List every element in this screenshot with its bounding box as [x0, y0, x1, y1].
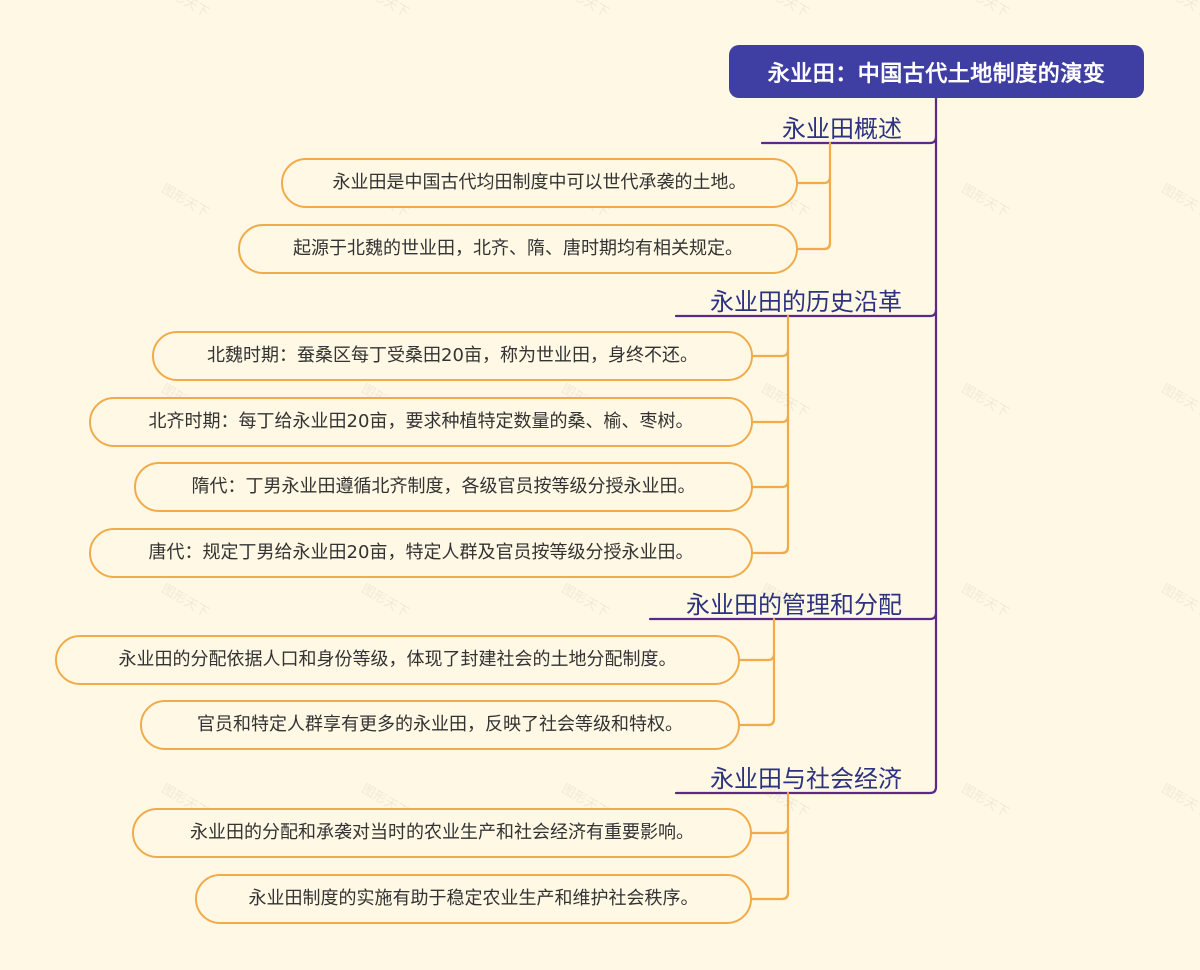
branch-overview[interactable]: 永业田概述	[782, 113, 902, 145]
leaf-node[interactable]: 北齐时期：每丁给永业田20亩，要求种植特定数量的桑、榆、枣树。	[89, 397, 753, 447]
leaf-node[interactable]: 永业田的分配和承袭对当时的农业生产和社会经济有重要影响。	[132, 808, 752, 858]
leaf-node[interactable]: 隋代：丁男永业田遵循北齐制度，各级官员按等级分授永业田。	[134, 462, 753, 512]
leaf-node[interactable]: 永业田制度的实施有助于稳定农业生产和维护社会秩序。	[195, 874, 752, 924]
leaf-text: 起源于北魏的世业田，北齐、隋、唐时期均有相关规定。	[293, 238, 743, 259]
leaf-link	[732, 652, 776, 662]
leaf-node[interactable]: 北魏时期：蚕桑区每丁受桑田20亩，称为世业田，身终不还。	[152, 331, 753, 381]
leaf-node[interactable]: 起源于北魏的世业田，北齐、隋、唐时期均有相关规定。	[238, 224, 798, 274]
leaf-text: 北魏时期：蚕桑区每丁受桑田20亩，称为世业田，身终不还。	[207, 345, 698, 366]
branch-label: 永业田概述	[782, 115, 902, 143]
leaf-link	[746, 414, 790, 424]
branch-label: 永业田的管理和分配	[686, 591, 902, 619]
leaf-text: 北齐时期：每丁给永业田20亩，要求种植特定数量的桑、榆、枣树。	[148, 411, 694, 432]
leaf-link	[788, 175, 832, 185]
root-node[interactable]: 永业田：中国古代土地制度的演变	[729, 45, 1144, 98]
leaf-link	[746, 545, 790, 555]
leaf-text: 永业田的分配依据人口和身份等级，体现了封建社会的土地分配制度。	[118, 649, 677, 670]
leaf-text: 官员和特定人群享有更多的永业田，反映了社会等级和特权。	[197, 714, 683, 735]
branch-history[interactable]: 永业田的历史沿革	[710, 286, 902, 318]
leaf-text: 永业田的分配和承袭对当时的农业生产和社会经济有重要影响。	[190, 822, 694, 843]
leaf-link	[788, 241, 832, 251]
leaf-node[interactable]: 官员和特定人群享有更多的永业田，反映了社会等级和特权。	[140, 700, 740, 750]
leaf-connector	[766, 617, 776, 727]
branch-underline	[674, 785, 938, 795]
root-title: 永业田：中国古代土地制度的演变	[767, 61, 1106, 87]
leaf-link	[746, 891, 790, 901]
branch-label: 永业田的历史沿革	[710, 288, 902, 316]
branch-label: 永业田与社会经济	[710, 765, 902, 793]
leaf-link	[746, 825, 790, 835]
leaf-text: 永业田制度的实施有助于稳定农业生产和维护社会秩序。	[248, 888, 699, 909]
leaf-text: 唐代：规定丁男给永业田20亩，特定人群及官员按等级分授永业田。	[148, 542, 694, 563]
leaf-node[interactable]: 永业田是中国古代均田制度中可以世代承袭的土地。	[281, 158, 798, 208]
branch-underline	[648, 611, 938, 621]
branch-management[interactable]: 永业田的管理和分配	[686, 589, 902, 621]
leaf-node[interactable]: 唐代：规定丁男给永业田20亩，特定人群及官员按等级分授永业田。	[89, 528, 753, 578]
leaf-link	[746, 348, 790, 358]
branch-economy[interactable]: 永业田与社会经济	[710, 763, 902, 795]
leaf-link	[732, 717, 776, 727]
branch-underline	[674, 308, 938, 318]
branch-underline	[760, 135, 938, 145]
leaf-connector	[822, 141, 832, 251]
leaf-node[interactable]: 永业田的分配依据人口和身份等级，体现了封建社会的土地分配制度。	[55, 635, 740, 685]
leaf-link	[746, 479, 790, 489]
leaf-text: 永业田是中国古代均田制度中可以世代承袭的土地。	[332, 172, 747, 193]
leaf-text: 隋代：丁男永业田遵循北齐制度，各级官员按等级分授永业田。	[191, 476, 696, 497]
leaf-connector	[780, 791, 790, 901]
